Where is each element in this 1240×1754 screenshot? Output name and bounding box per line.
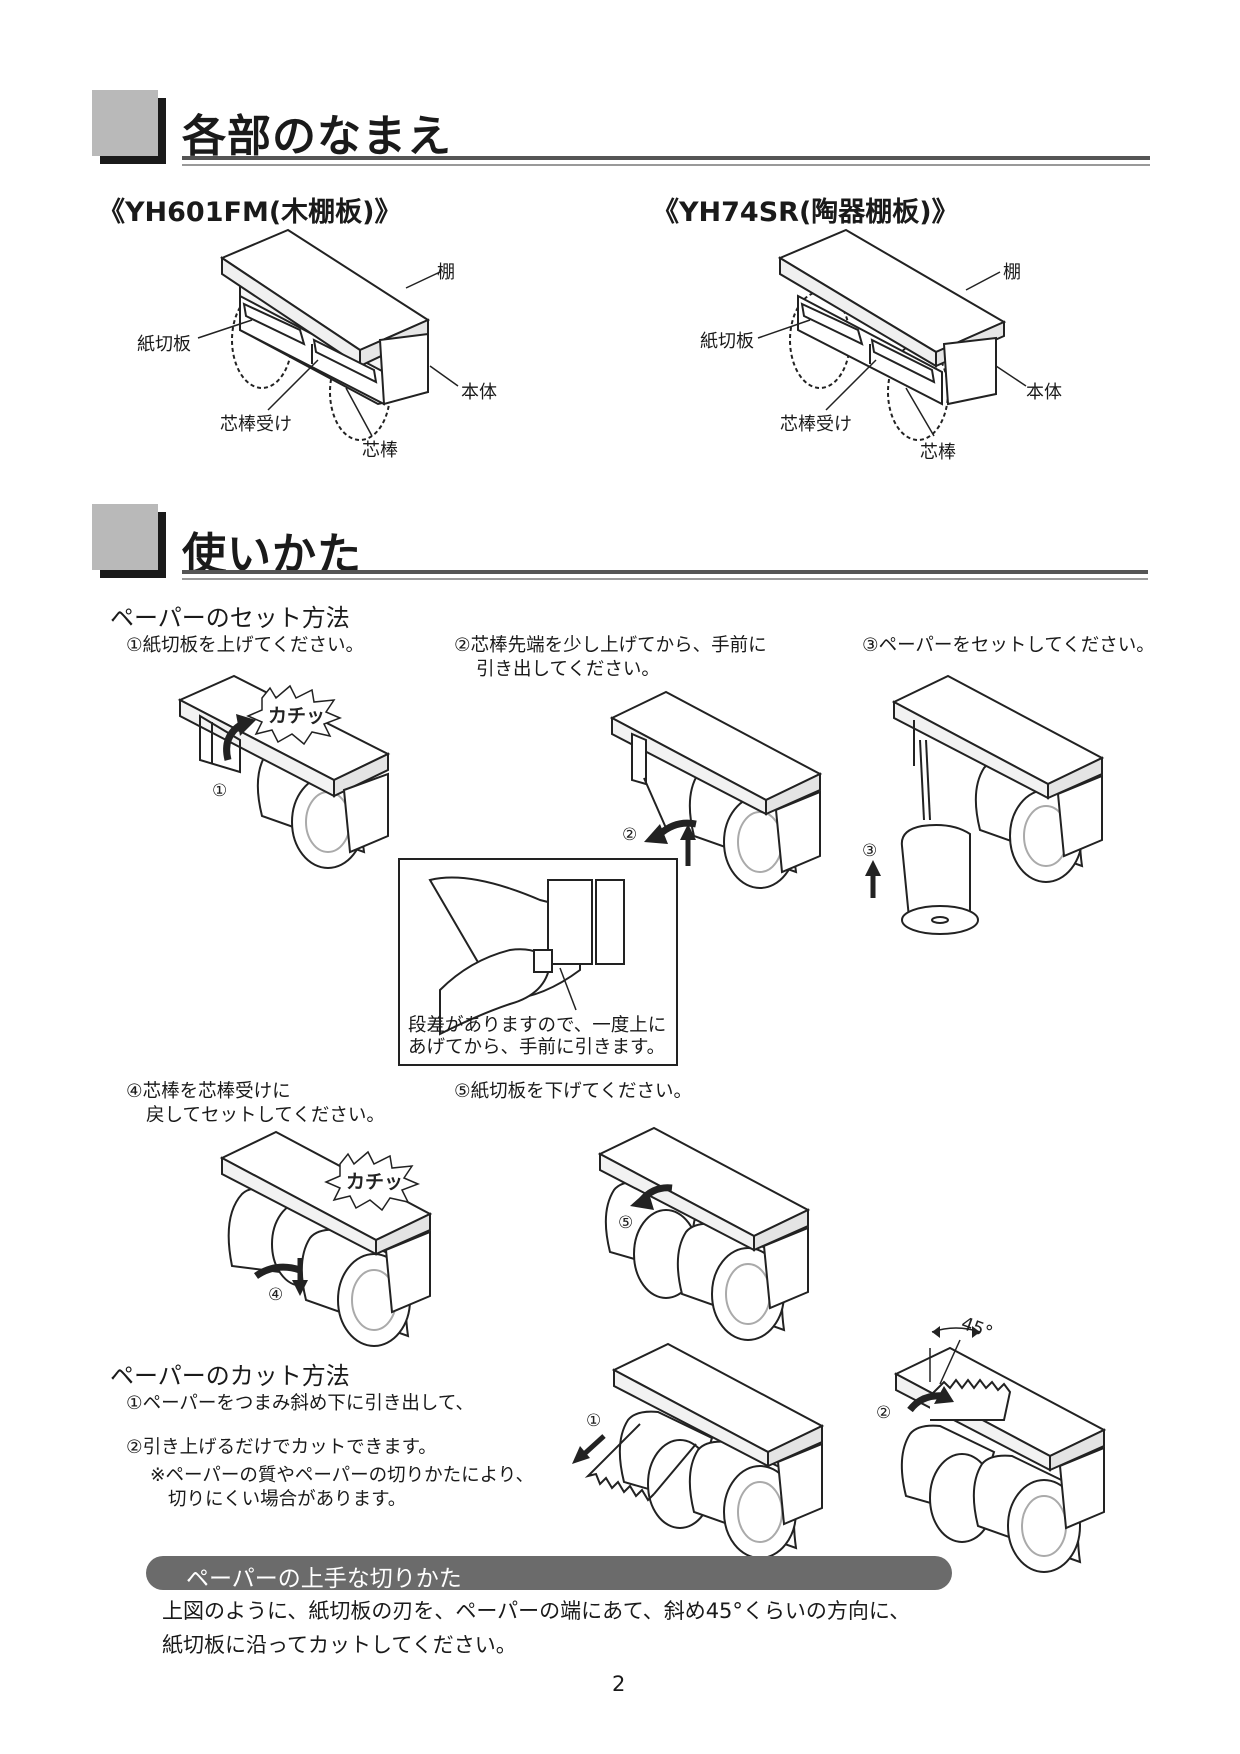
set-step-4-line2: 戻してセットしてください。 — [146, 1105, 385, 1126]
tip-line-2: 紙切板に沿ってカットしてください。 — [162, 1633, 517, 1657]
set-step-5: ⑤紙切板を下げてください。 — [454, 1081, 693, 1102]
tip-line-1: 上図のように、紙切板の刃を、ペーパーの端にあて、斜め45°くらいの方向に、 — [162, 1599, 911, 1623]
callout-core-holder-left: 芯棒受け — [220, 414, 292, 435]
section-rule — [182, 156, 1150, 160]
svg-text:①: ① — [212, 781, 227, 801]
callout-core-holder-right: 芯棒受け — [780, 414, 852, 435]
cut-step-1: ①ペーパーをつまみ斜め下に引き出して、 — [126, 1393, 474, 1414]
svg-text:④: ④ — [268, 1285, 283, 1305]
callout-body-right: 本体 — [1026, 382, 1062, 403]
set-step-4: ④芯棒を芯棒受けに — [126, 1081, 291, 1102]
holder-left-shape — [219, 228, 431, 441]
set-step-3: ③ペーパーをセットしてください。 — [862, 635, 1155, 656]
svg-text:⑤: ⑤ — [618, 1213, 633, 1233]
set-step-1: ①紙切板を上げてください。 — [126, 635, 365, 656]
svg-text:カチッ: カチッ — [346, 1171, 403, 1193]
set-step-2: ②芯棒先端を少し上げてから、手前に — [454, 635, 767, 656]
callout-core-left: 芯棒 — [362, 440, 398, 461]
tip-title: ペーパーの上手な切りかた — [186, 1566, 462, 1592]
section-title-names: 各部のなまえ — [182, 111, 452, 162]
cut-note-1: ※ペーパーの質やペーパーの切りかたにより、 — [150, 1465, 535, 1486]
click-text: カチッ — [268, 705, 325, 727]
callout-core-right: 芯棒 — [920, 442, 956, 463]
section-rule — [182, 570, 1148, 574]
tip-title-bar: ペーパーの上手な切りかた — [146, 1556, 952, 1592]
callout-lines-left — [197, 271, 459, 437]
svg-text:①: ① — [586, 1411, 601, 1431]
callout-shelf-right: 棚 — [1003, 262, 1021, 283]
inset-note-line1: 段差がありますので、一度上に — [408, 1015, 667, 1036]
callout-shelf-left: 棚 — [437, 262, 455, 283]
section-rule-thin — [182, 578, 1148, 580]
angle-label: 45° — [958, 1313, 995, 1344]
cut-note-2: 切りにくい場合があります。 — [168, 1489, 407, 1510]
page-number: 2 — [612, 1672, 626, 1696]
section-rule-thin — [182, 164, 1150, 166]
svg-text:③: ③ — [862, 841, 877, 861]
cut-step-2: ②引き上げるだけでカットできます。 — [126, 1437, 437, 1458]
set-method-title: ペーパーのセット方法 — [110, 604, 350, 632]
model-label-right: 《YH74SR(陶器棚板)》 — [652, 197, 959, 228]
svg-text:②: ② — [876, 1403, 891, 1423]
inset-detail: 段差がありますので、一度上に あげてから、手前に引きます。 — [398, 858, 678, 1066]
section-marker — [92, 504, 158, 570]
callout-cutter-right: 紙切板 — [700, 331, 754, 352]
cut-method-title: ペーパーのカット方法 — [110, 1362, 350, 1390]
callout-cutter-left: 紙切板 — [137, 334, 191, 355]
set-step-2-line2: 引き出してください。 — [476, 659, 660, 680]
inset-note-line2: あげてから、手前に引きます。 — [408, 1037, 666, 1058]
callout-body-left: 本体 — [461, 382, 497, 403]
svg-text:②: ② — [622, 825, 637, 845]
hand-illustration — [428, 876, 625, 1036]
model-label-left: 《YH601FM(木棚板)》 — [98, 197, 402, 228]
section-marker — [92, 90, 158, 156]
